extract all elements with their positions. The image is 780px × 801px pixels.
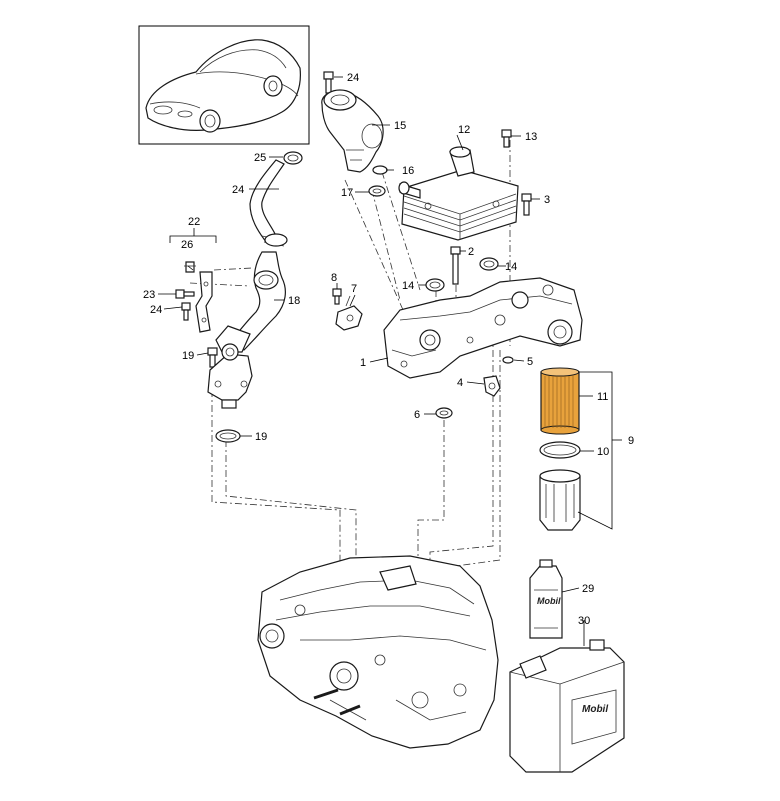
part-24-bolt-upper [175,289,195,299]
part-28-clip [184,261,196,273]
bottle-brand-label: Mobil [537,596,561,606]
callout-13: 13 [525,131,537,143]
part-19-seal-ring [215,429,241,443]
part-10-o-ring [539,441,581,459]
callout-22: 19 [182,350,194,362]
callout-23: 22 [188,216,200,228]
callout-24-lower: 24 [150,304,162,316]
part-16-seal-ring [372,165,388,175]
callout-5: 5 [527,356,533,368]
part-15-oil-filler-neck [321,89,384,173]
part-14-seal-ring-right [479,257,499,271]
oil-filter-cover [539,469,581,531]
callout-10: 10 [597,446,609,458]
part-4-plug [483,375,501,397]
part-25-bolt [323,71,334,94]
callout-27: 25 [254,152,266,164]
part-30-oil-canister: Mobil [509,639,625,773]
part-22-bolt [207,347,218,368]
vehicle-thumbnail [138,25,310,145]
callout-14-right: 14 [505,261,517,273]
part-27-hose-clamp [283,151,303,165]
part-5-seal-ring [502,356,514,364]
part-1-oil-filter-housing [383,277,583,379]
part-11-filter-element [540,367,580,435]
callout-29: 29 [582,583,594,595]
callout-18: 18 [288,295,300,307]
callout-9: 9 [628,435,634,447]
callout-6: 6 [414,409,420,421]
part-2-bolt [450,246,461,285]
callout-28: 26 [181,239,193,251]
callout-12: 12 [458,124,470,136]
part-6-seal-ring [435,407,453,419]
part-17-seal-ring [368,185,386,197]
part-26-breather-hose [249,159,288,247]
callout-labels: 24 15 12 13 3 16 17 25 24 22 26 2 14 14 … [143,72,634,627]
callout-17: 17 [341,187,353,199]
callout-24-upper: 23 [143,289,155,301]
car-illustration [145,39,301,133]
callout-2: 2 [468,246,474,258]
part-24-bolt-lower [181,302,191,321]
callout-16: 16 [402,165,414,177]
canister-brand-label: Mobil [582,704,608,715]
part-12-oil-cooler [398,146,519,241]
callout-15: 15 [394,120,406,132]
part-7-sensor [335,295,363,331]
callout-14-left: 14 [402,280,414,292]
part-13-bolt [501,129,512,148]
callout-1: 1 [360,357,366,369]
callout-30: 30 [578,615,590,627]
fitting-housing [207,343,253,409]
callout-7: 7 [351,283,357,295]
part-3-bolt [521,193,532,216]
callout-3: 3 [544,194,550,206]
part-23-bracket-assembly [169,228,217,333]
part-18-breather-pipe [215,251,286,353]
leader-lines [158,76,622,646]
callout-4: 4 [457,377,463,389]
callout-8: 8 [331,272,337,284]
callout-26: 24 [232,184,244,196]
engine-block [257,555,499,749]
callout-25: 24 [347,72,359,84]
callout-11: 11 [597,391,608,403]
callout-19: 19 [255,431,267,443]
part-8-bolt [332,288,342,305]
part-29-oil-bottle: Mobil [529,559,563,639]
part-14-seal-ring-left [425,278,445,292]
